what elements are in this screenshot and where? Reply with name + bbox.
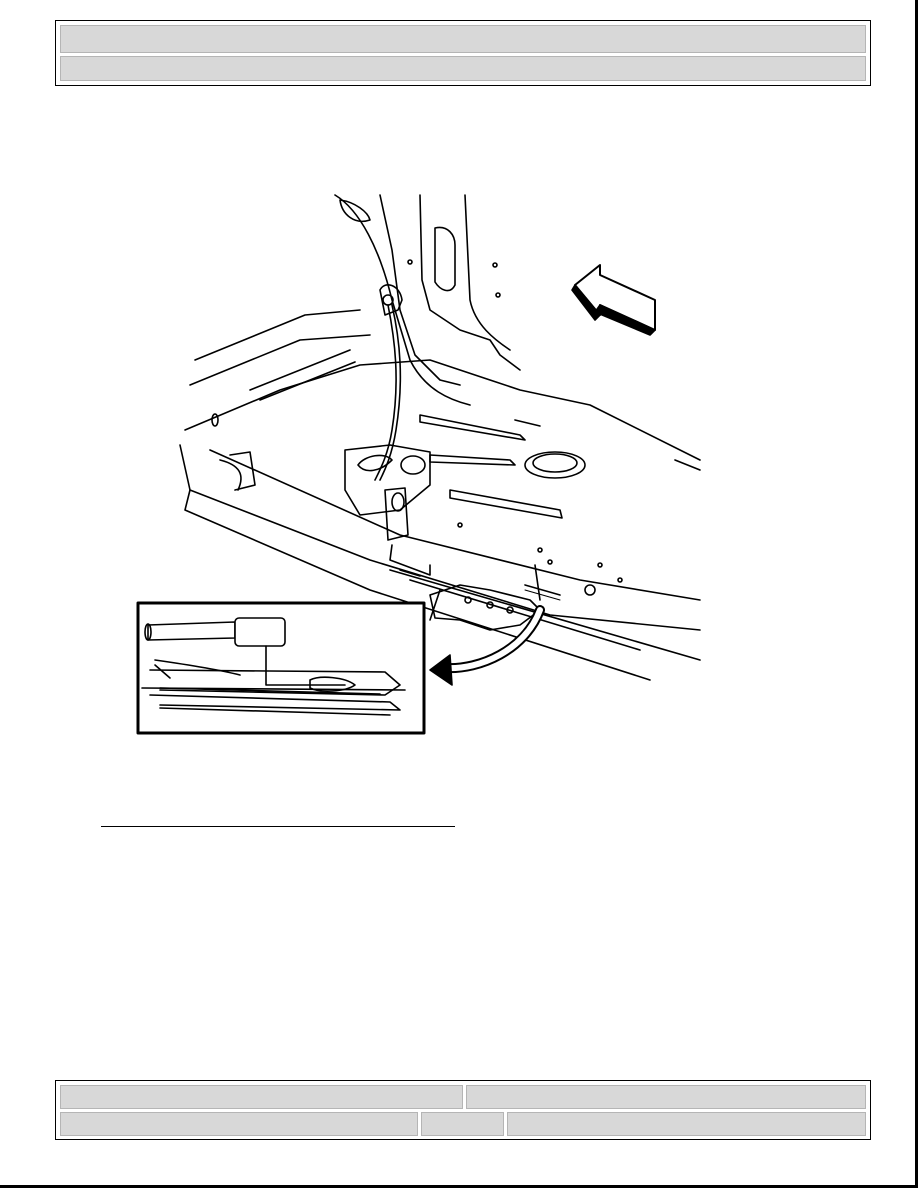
footer-cell-1 [60, 1085, 463, 1109]
document-header [55, 20, 871, 86]
footer-cell-5 [507, 1112, 866, 1136]
callout-arrow-icon [429, 605, 545, 686]
direction-arrow-icon [571, 264, 656, 336]
footer-cell-4 [421, 1112, 504, 1136]
section-divider [101, 826, 455, 827]
anchor-bracket-drawing [344, 284, 431, 577]
underbody-illustration [130, 190, 710, 740]
b-pillar-drawing [334, 194, 521, 406]
document-footer [55, 1080, 871, 1140]
footer-cell-2 [466, 1085, 866, 1109]
footer-cell-3 [60, 1112, 418, 1136]
floor-panel-drawing [179, 309, 701, 681]
inset-detail-box [136, 601, 426, 735]
header-title [60, 25, 866, 53]
header-subtitle [60, 56, 866, 81]
rail-bracket-drawing [429, 564, 561, 631]
